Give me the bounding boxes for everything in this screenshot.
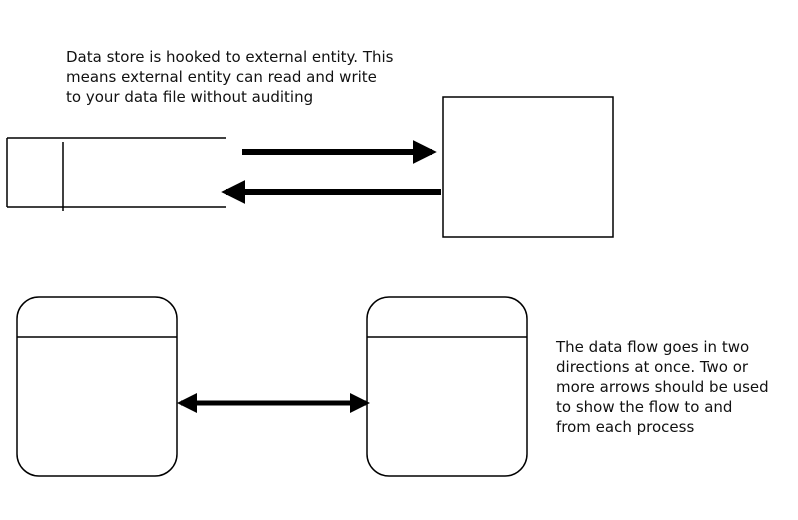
external-entity-box <box>442 96 614 238</box>
note-line: means external entity can read and write <box>66 68 377 86</box>
data-store-symbol <box>6 137 226 211</box>
note-line: to show the flow to and <box>556 398 733 416</box>
data-store-note: Data store is hooked to external entity.… <box>66 47 426 107</box>
process-right <box>366 296 528 477</box>
note-line: to your data file without auditing <box>66 88 314 106</box>
note-line: Data store is hooked to external entity.… <box>66 48 394 66</box>
note-line: The data flow goes in two <box>556 338 750 356</box>
note-line: more arrows should be used <box>556 378 769 396</box>
data-flow-note: The data flow goes in two directions at … <box>556 337 796 437</box>
process-left <box>16 296 178 477</box>
note-line: from each process <box>556 418 695 436</box>
note-line: directions at once. Two or <box>556 358 749 376</box>
